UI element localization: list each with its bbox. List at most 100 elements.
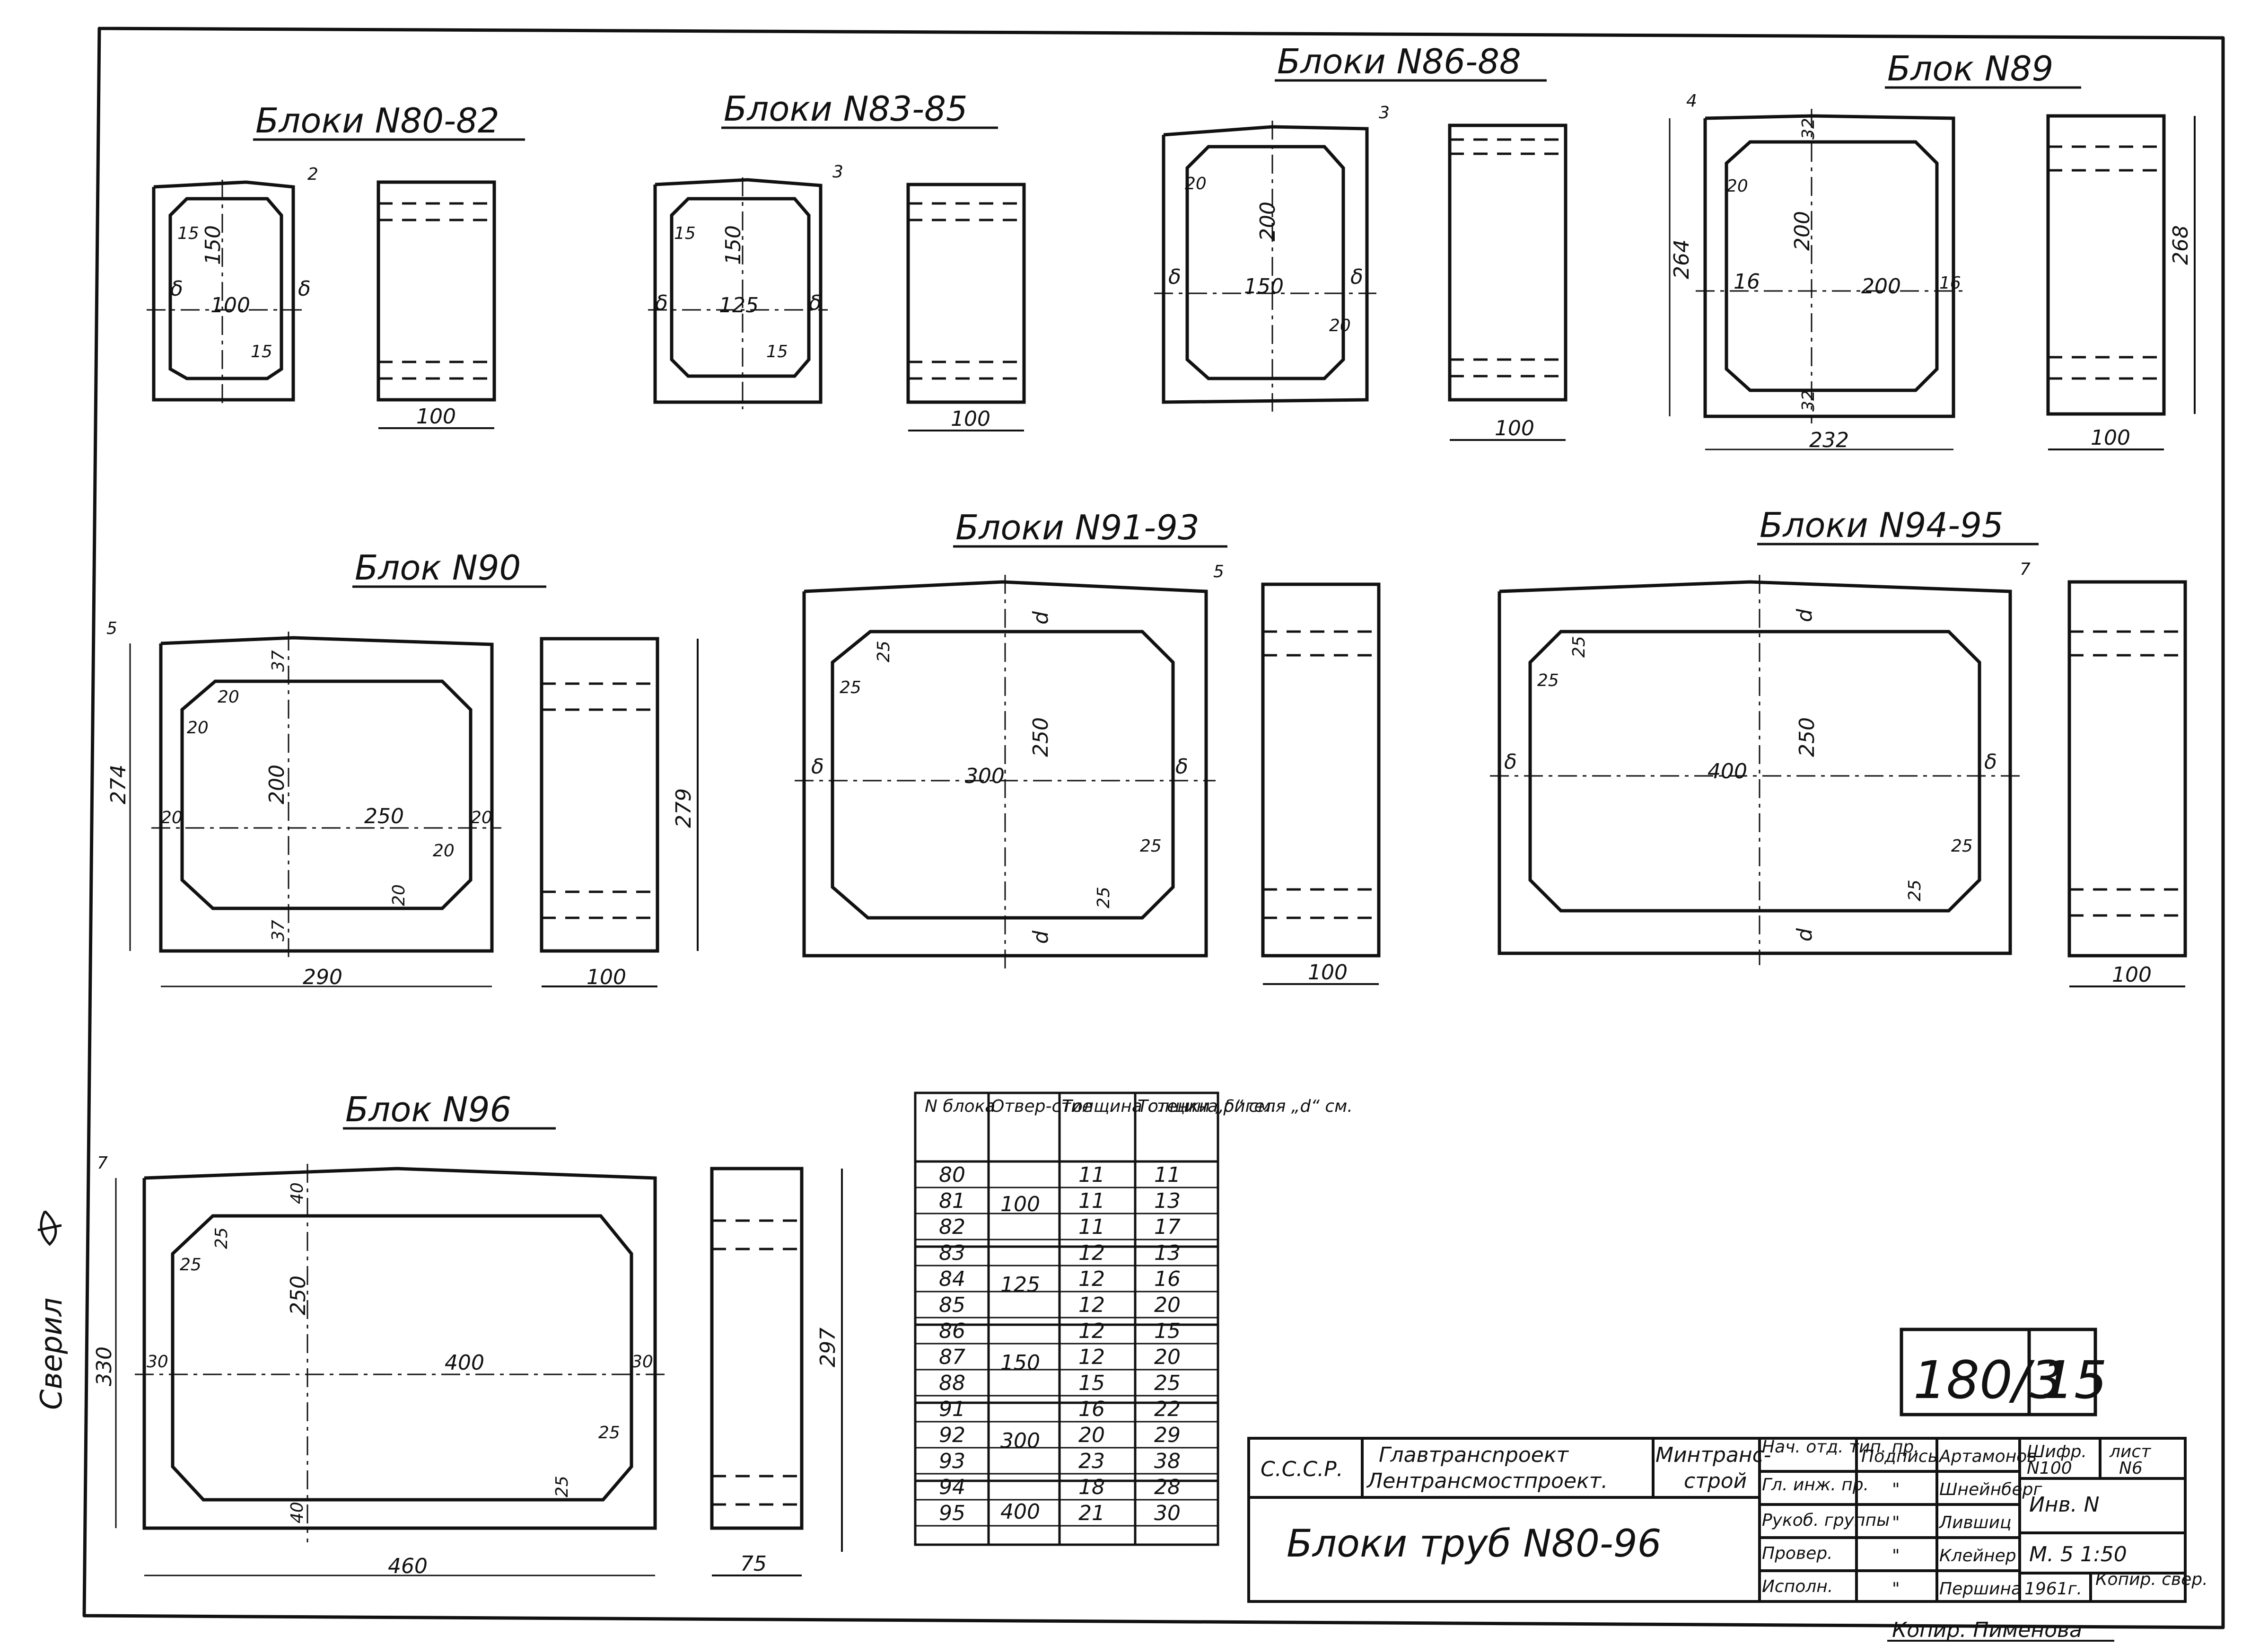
title-block: С.С.С.Р. Главтрансnроект Лентрансмостпро… <box>1247 1437 2208 1603</box>
tb-role-4: Провер. <box>1762 1544 1833 1563</box>
svg-text:20: 20 <box>389 884 409 906</box>
table-cell-rigel: 29 <box>1154 1423 1181 1447</box>
svg-text:25: 25 <box>1569 636 1589 658</box>
tb-ministry1: Минтранс- <box>1655 1443 1771 1467</box>
svg-text:125: 125 <box>719 293 759 317</box>
svg-text:20: 20 <box>1726 176 1748 196</box>
svg-text:274: 274 <box>106 765 131 804</box>
table-cell-wall: 12 <box>1078 1293 1105 1317</box>
svg-text:100: 100 <box>951 407 990 431</box>
table-cell-rigel: 15 <box>1154 1319 1181 1343</box>
svg-text:290: 290 <box>303 965 342 989</box>
tb-country: С.С.С.Р. <box>1261 1457 1343 1481</box>
svg-text:25: 25 <box>1537 671 1559 690</box>
svg-text:δ: δ <box>1504 750 1517 774</box>
svg-text:25: 25 <box>1951 836 1973 856</box>
table-cell-rigel: 20 <box>1154 1345 1181 1369</box>
svg-text:25: 25 <box>1140 836 1162 856</box>
specification-table: N блока Отвер-стие Толщина стенки „δ“ см… <box>914 1091 1353 1546</box>
sheet-page: 15 <box>2041 1350 2107 1410</box>
opening-300: 300 <box>1000 1429 1040 1453</box>
opening-125: 125 <box>1000 1273 1040 1297</box>
table-cell-block: 81 <box>939 1189 965 1213</box>
svg-text:100: 100 <box>1308 960 1348 985</box>
svg-text:25: 25 <box>840 678 861 697</box>
svg-text:δ: δ <box>811 755 824 779</box>
table-cell-rigel: 13 <box>1154 1241 1181 1265</box>
svg-text:25: 25 <box>1905 880 1925 901</box>
svg-text:100: 100 <box>210 293 250 317</box>
svg-text:20: 20 <box>1329 316 1351 335</box>
tb-name-1: Артамонов <box>1938 1447 2037 1466</box>
svg-text:32: 32 <box>1799 390 1818 412</box>
table-cell-block: 82 <box>939 1215 965 1239</box>
sheet-border <box>82 26 2225 1629</box>
tb-role-2: Гл. инж. пр. <box>1762 1475 1869 1495</box>
svg-text:7: 7 <box>97 1153 108 1173</box>
table-cell-block: 85 <box>939 1293 965 1317</box>
block-90-drawing: Блок N90 250 200 20 20 20 20 20 20 37 37… <box>106 548 699 989</box>
block-94-95-drawing: Блоки N94-95 400 250 25 25 25 25 δ δ d d… <box>1490 505 2187 987</box>
opening-400: 400 <box>1000 1500 1040 1524</box>
tb-ministry2: строй <box>1684 1469 1747 1493</box>
margin-note-sveril: Сверил <box>34 1298 69 1410</box>
tb-drawing-title: Блоки труб N80-96 <box>1287 1522 1662 1566</box>
tb-shifr-label: Шифр. <box>2027 1442 2087 1461</box>
svg-text:75: 75 <box>740 1552 767 1576</box>
svg-text:150: 150 <box>721 225 745 265</box>
table-cell-block: 84 <box>939 1267 965 1291</box>
table-header-opening: Отвер-стие <box>991 1097 1093 1116</box>
checker-signature <box>37 1210 62 1246</box>
block-86-88-drawing: Блоки N86-88 150 200 20 20 δ δ 3 100 <box>1154 42 1567 441</box>
title-blocks-80-82: Блоки N80-82 <box>255 101 499 141</box>
svg-text:δ: δ <box>298 277 311 301</box>
tb-role-3: Рукоб. группы <box>1762 1511 1890 1530</box>
table-cell-wall: 11 <box>1078 1163 1105 1187</box>
table-cell-rigel: 22 <box>1154 1397 1181 1421</box>
table-header-rigel: Толщина ригеля „d“ см. <box>1138 1097 1353 1116</box>
table-cell-block: 88 <box>939 1371 965 1395</box>
svg-text:200: 200 <box>1861 274 1901 299</box>
svg-text:40: 40 <box>288 1182 307 1204</box>
svg-text:100: 100 <box>1495 416 1534 440</box>
svg-text:100: 100 <box>587 965 626 989</box>
svg-text:30: 30 <box>631 1352 653 1372</box>
table-cell-rigel: 30 <box>1154 1501 1181 1525</box>
table-cell-wall: 11 <box>1078 1189 1105 1213</box>
table-cell-wall: 23 <box>1078 1449 1105 1473</box>
tb-sign-mark-3: " <box>1892 1546 1900 1566</box>
tb-sign-header: Подпись <box>1861 1447 1938 1466</box>
svg-text:16: 16 <box>1734 270 1760 294</box>
table-cell-wall: 15 <box>1078 1371 1105 1395</box>
table-cell-block: 92 <box>939 1423 965 1447</box>
svg-text:25: 25 <box>1094 887 1113 908</box>
tb-inv: Инв. N <box>2029 1493 2100 1517</box>
svg-text:15: 15 <box>674 224 696 243</box>
svg-text:δ: δ <box>1350 265 1363 289</box>
svg-text:d: d <box>1793 608 1817 622</box>
table-cell-block: 95 <box>939 1501 965 1525</box>
table-cell-wall: 20 <box>1078 1423 1105 1447</box>
copied-by: Копир. Пименова <box>1892 1618 2082 1642</box>
table-header-n: N блока <box>925 1097 995 1116</box>
svg-text:200: 200 <box>1256 202 1280 241</box>
svg-text:2: 2 <box>307 165 318 184</box>
block-96-drawing: Блок N96 400 250 25 25 25 25 30 30 40 40… <box>92 1090 843 1578</box>
svg-text:100: 100 <box>416 405 456 429</box>
svg-text:30: 30 <box>147 1352 168 1372</box>
svg-text:37: 37 <box>269 650 288 672</box>
svg-text:268: 268 <box>2169 225 2193 265</box>
svg-text:δ: δ <box>1984 750 1997 774</box>
svg-text:150: 150 <box>1244 274 1284 299</box>
svg-text:d: d <box>1029 611 1053 625</box>
table-cell-wall: 12 <box>1078 1241 1105 1265</box>
table-cell-wall: 12 <box>1078 1267 1105 1291</box>
table-cell-block: 80 <box>939 1163 965 1187</box>
tb-scale: М. 5 1:50 <box>2029 1542 2127 1566</box>
sheet-code: 180/3 <box>1913 1350 2063 1410</box>
svg-text:300: 300 <box>965 764 1005 788</box>
table-cell-rigel: 13 <box>1154 1189 1181 1213</box>
svg-text:20: 20 <box>218 687 239 707</box>
svg-text:100: 100 <box>2091 426 2130 450</box>
tb-kopir: Копир. свер. <box>2095 1570 2208 1589</box>
